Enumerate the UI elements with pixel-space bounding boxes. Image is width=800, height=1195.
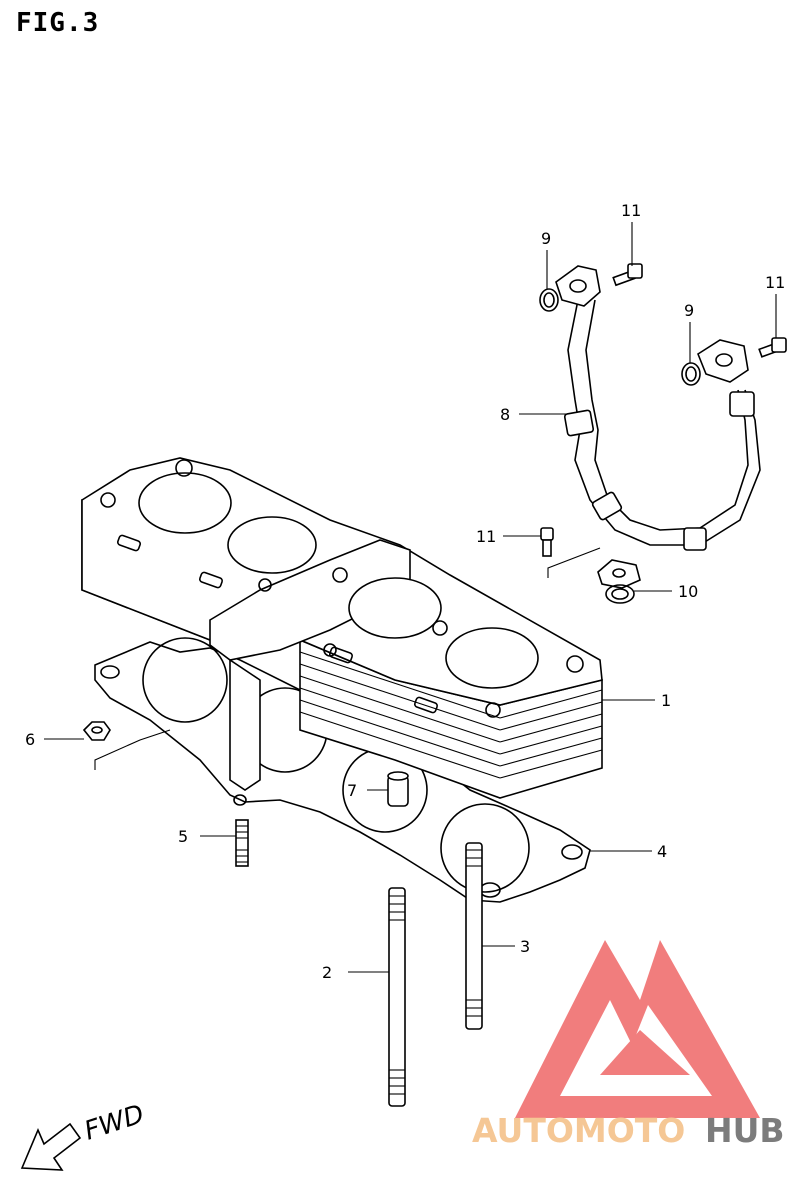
bolt-11-right — [758, 337, 787, 358]
cylinder-block — [81, 457, 603, 799]
callout-11-top: 11 — [621, 201, 641, 220]
watermark-text-secondary: HUB — [705, 1111, 785, 1150]
callout-4: 4 — [657, 842, 667, 861]
medium-stud — [465, 842, 483, 1030]
bolt-11-mid — [540, 527, 601, 578]
leader-lines — [44, 222, 777, 973]
washer-10 — [605, 584, 635, 604]
callout-7: 7 — [347, 781, 357, 800]
callout-8: 8 — [500, 405, 510, 424]
watermark-text-primary: AUTOMOTO — [472, 1111, 685, 1150]
forward-label: FWD — [81, 1099, 148, 1146]
callout-3: 3 — [520, 937, 530, 956]
callout-11-mid: 11 — [476, 527, 496, 546]
callout-6: 6 — [25, 730, 35, 749]
callout-2: 2 — [322, 963, 332, 982]
callout-10: 10 — [678, 582, 698, 601]
callout-9-left: 9 — [541, 229, 551, 248]
washer-9-right — [681, 362, 701, 386]
washer-9-left — [539, 288, 559, 312]
oil-hose-assembly — [555, 265, 761, 589]
figure-title: FIG.3 — [16, 8, 100, 38]
long-stud — [388, 887, 406, 1107]
dowel-pin — [387, 771, 409, 807]
short-stud — [235, 819, 249, 867]
callout-1: 1 — [661, 691, 671, 710]
callout-11-right: 11 — [765, 273, 785, 292]
forward-direction-indicator: FWD — [20, 1099, 148, 1171]
watermark-logo: AUTOMOTO HUB — [472, 940, 785, 1150]
callout-labels: 1 2 3 4 5 6 7 8 9 9 10 11 11 11 — [25, 201, 785, 982]
bolt-11-top — [612, 263, 643, 287]
callout-9-right: 9 — [684, 301, 694, 320]
flange-nut — [82, 721, 171, 770]
callout-5: 5 — [178, 827, 188, 846]
